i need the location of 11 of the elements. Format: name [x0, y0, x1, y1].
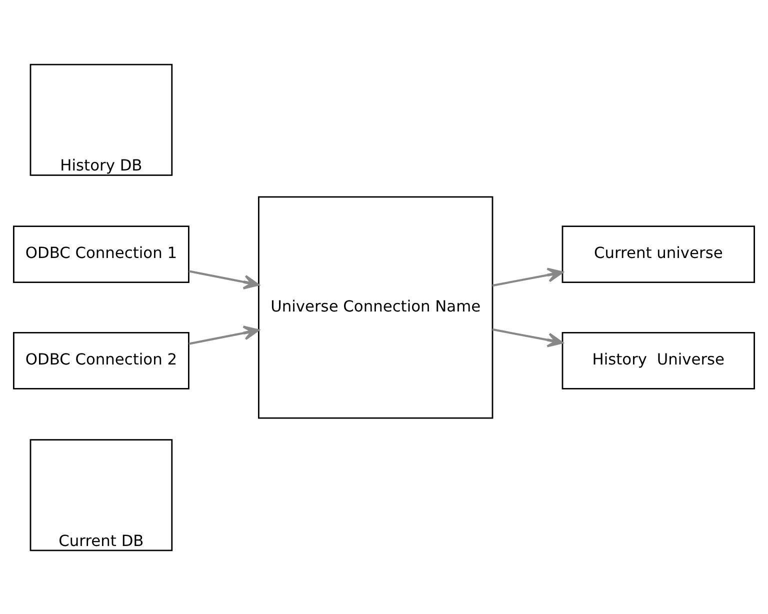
- node-box: History Universe: [562, 332, 755, 389]
- arrow: [492, 328, 564, 347]
- node-box: History DB: [30, 63, 173, 176]
- arrow: [188, 270, 260, 289]
- arrow: [492, 267, 564, 286]
- node-box: ODBC Connection 1: [13, 225, 190, 282]
- node-box: Current universe: [562, 225, 755, 282]
- node-box: Universe Connection Name: [258, 196, 494, 418]
- arrow: [188, 325, 260, 344]
- node-box: Current DB: [30, 438, 173, 551]
- node-box: ODBC Connection 2: [13, 332, 190, 389]
